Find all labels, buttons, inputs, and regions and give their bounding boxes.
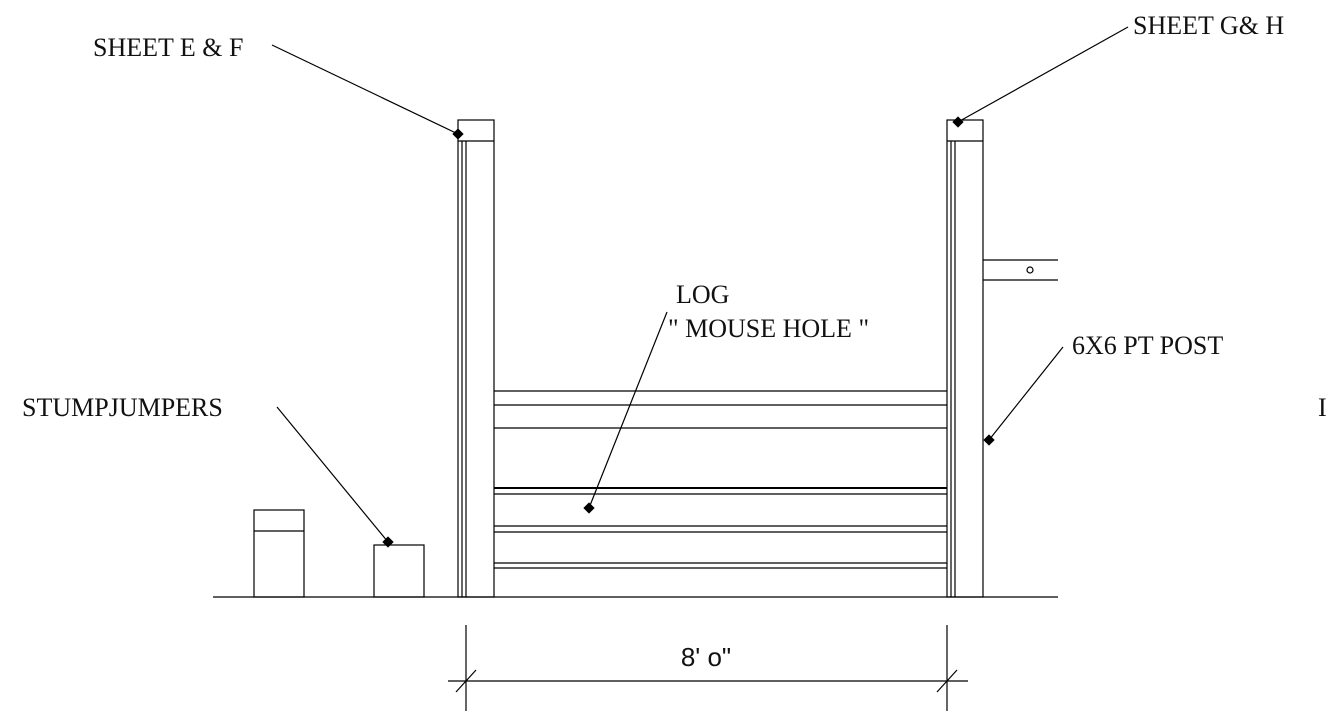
label-sheet-ef: SHEET E & F (93, 33, 243, 62)
right-post (946, 119, 984, 598)
leader-post (983, 346, 1064, 446)
dimension-8ft (448, 625, 968, 711)
side-rail-stub (983, 259, 1058, 281)
label-log: LOG (676, 280, 729, 309)
log-stack (494, 390, 947, 569)
label-stumpjumpers: STUMPJUMPERS (22, 393, 223, 422)
leader-sheet-ef (271, 44, 464, 140)
left-post (457, 119, 495, 598)
label-edge-fragment: I (1318, 393, 1326, 422)
stumpjumper-short (373, 544, 425, 598)
label-post: 6X6 PT POST (1072, 331, 1223, 360)
stumpjumper-tall (253, 509, 305, 598)
leader-stumpjumpers (276, 406, 394, 548)
leader-log (583, 311, 668, 514)
label-sheet-gh: SHEET G& H (1133, 11, 1284, 40)
label-mouse-hole: " MOUSE HOLE " (668, 314, 869, 343)
dimension-label: 8' o" (681, 642, 731, 672)
leader-sheet-gh (952, 26, 1129, 128)
